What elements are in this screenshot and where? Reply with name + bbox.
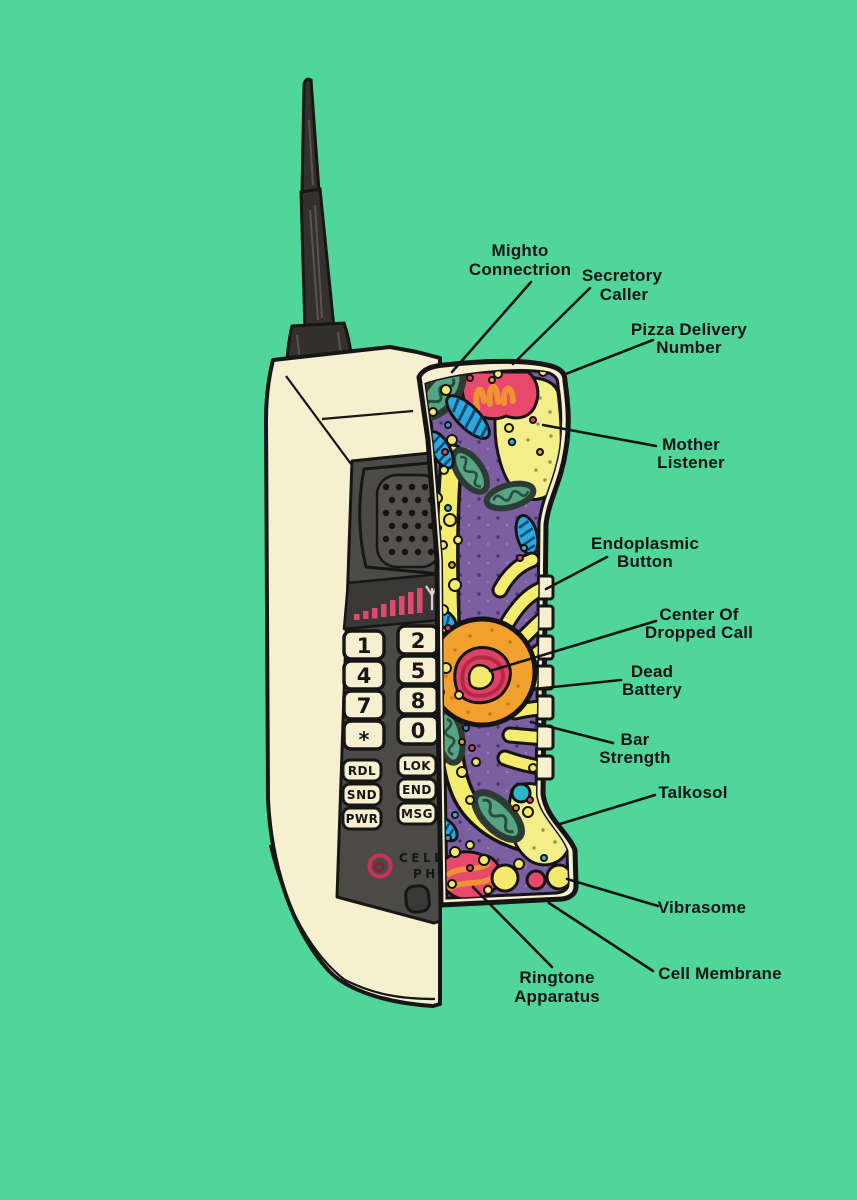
earpiece-speaker bbox=[358, 460, 443, 576]
body-fold-lines bbox=[285, 375, 414, 465]
signal-bars bbox=[354, 588, 423, 620]
label-dead-battery: Dead bbox=[631, 662, 673, 681]
keypad: 1 4 7 * 2 5 8 0 bbox=[342, 624, 440, 752]
label-mother-listener: Mother bbox=[662, 435, 720, 454]
label-ringtone-apparatus: Ringtone bbox=[519, 968, 594, 987]
leader-mother-listener bbox=[541, 423, 658, 448]
label-center-of-dropped-call: Center Of bbox=[659, 605, 738, 624]
label-bar-strength: Strength bbox=[599, 748, 670, 767]
keypad-digit: 5 bbox=[411, 659, 426, 683]
vibrasome-vesicles bbox=[490, 863, 568, 893]
keypad-button-1 bbox=[342, 629, 386, 661]
microphone-slot bbox=[404, 884, 431, 914]
secretory-caller-golgi bbox=[460, 370, 540, 421]
leader-talkosol bbox=[558, 793, 657, 826]
label-vibrasome: Vibrasome bbox=[658, 898, 746, 917]
label-endoplasmic-button: Endoplasmic bbox=[591, 534, 699, 553]
function-button-rdl bbox=[341, 758, 383, 783]
label-mighto-connectrion: Connectrion bbox=[469, 260, 571, 279]
keypad-button-star bbox=[342, 719, 386, 751]
label-dead-battery: Battery bbox=[622, 680, 682, 699]
annotation-labels: Mighto Connectrion Secretory Caller Pizz… bbox=[469, 241, 782, 1006]
function-key-label: PWR bbox=[346, 812, 379, 826]
nucleolus-core bbox=[467, 663, 495, 691]
brand-text: CELL bbox=[399, 851, 445, 865]
function-button-lok bbox=[396, 753, 438, 778]
leader-vibrasome bbox=[565, 877, 660, 908]
label-mother-listener: Listener bbox=[657, 453, 725, 472]
label-cell-membrane: Cell Membrane bbox=[658, 964, 782, 983]
function-button-msg bbox=[396, 801, 438, 826]
leader-center-of-dropped-call bbox=[488, 619, 658, 673]
label-pizza-delivery-number: Number bbox=[656, 338, 722, 357]
label-center-of-dropped-call: Dropped Call bbox=[645, 623, 753, 642]
label-bar-strength: Bar bbox=[621, 730, 650, 749]
function-key-label: SND bbox=[347, 788, 377, 802]
function-button-pwr bbox=[341, 806, 383, 831]
signal-display bbox=[342, 572, 442, 631]
leader-secretory-caller bbox=[511, 286, 592, 366]
label-talkosol: Talkosol bbox=[658, 783, 727, 802]
keypad-digit: 2 bbox=[411, 629, 426, 653]
function-button-snd bbox=[341, 782, 383, 807]
keypad-digit: 7 bbox=[357, 694, 372, 718]
label-secretory-caller: Secretory bbox=[582, 266, 663, 285]
leader-cell-membrane bbox=[547, 901, 655, 973]
cell-cross-section bbox=[416, 358, 579, 908]
keypad-digit: 4 bbox=[357, 664, 372, 688]
function-key-label: LOK bbox=[403, 759, 431, 773]
brand-text: PH bbox=[413, 867, 439, 881]
function-key-label: RDL bbox=[348, 764, 376, 778]
retro-cell-phone: 1 4 7 * 2 5 8 0 RDL SND PWR LOK END MS bbox=[264, 77, 445, 1008]
teal-spiral-vesicle bbox=[510, 782, 532, 804]
function-key-label: END bbox=[402, 783, 432, 797]
leader-mighto-connectrion bbox=[450, 280, 533, 374]
vibrasome-body bbox=[545, 863, 568, 891]
function-keys: RDL SND PWR LOK END MSG bbox=[341, 753, 438, 831]
function-key-label: MSG bbox=[401, 807, 433, 821]
leader-ringtone-apparatus bbox=[471, 885, 554, 969]
label-pizza-delivery-number: Pizza Delivery bbox=[631, 320, 748, 339]
leader-bar-strength bbox=[529, 720, 615, 745]
leader-dead-battery bbox=[532, 678, 623, 691]
keypad-digit: 1 bbox=[357, 634, 372, 658]
label-ringtone-apparatus: Apparatus bbox=[514, 987, 600, 1006]
function-button-end bbox=[396, 777, 438, 802]
keypad-digit: 0 bbox=[411, 719, 426, 743]
keypad-button-7 bbox=[342, 689, 386, 721]
keypad-button-4 bbox=[342, 659, 386, 691]
keypad-digit: * bbox=[359, 728, 370, 752]
speaker-holes bbox=[382, 483, 441, 556]
label-secretory-caller: Caller bbox=[600, 285, 649, 304]
leader-lines bbox=[450, 280, 660, 973]
body-bottom-rim bbox=[268, 844, 436, 1001]
leader-pizza-delivery-number bbox=[561, 338, 655, 377]
phone-logo-icon bbox=[367, 853, 393, 879]
label-endoplasmic-button: Button bbox=[617, 552, 673, 571]
leader-endoplasmic-button bbox=[544, 555, 609, 591]
label-mighto-connectrion: Mighto bbox=[492, 241, 549, 260]
keypad-digit: 8 bbox=[411, 689, 426, 713]
